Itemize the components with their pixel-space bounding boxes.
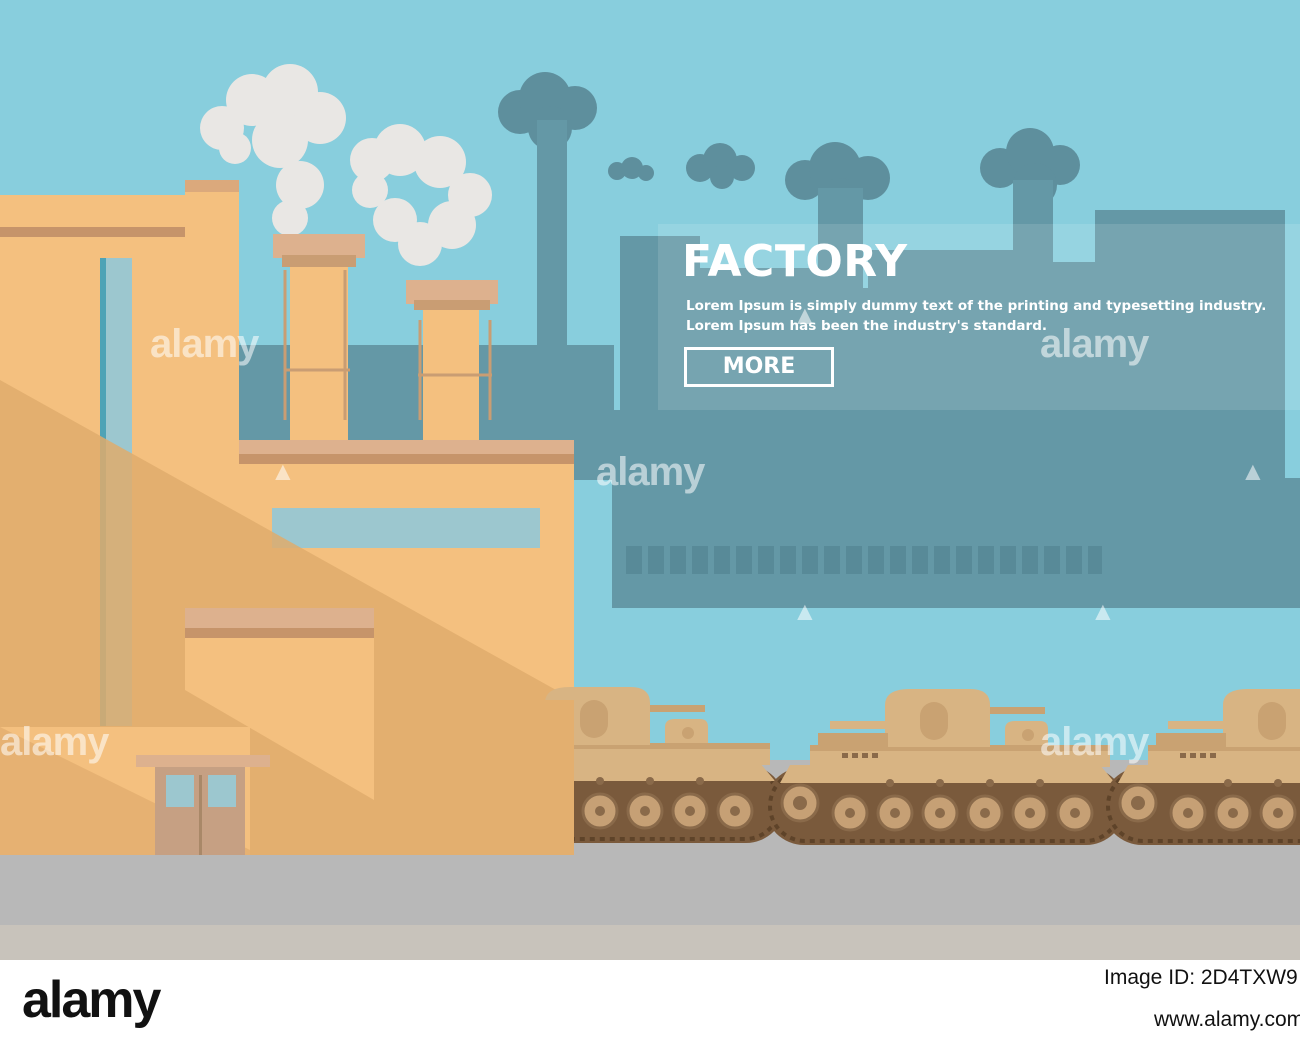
banner-description: Lorem Ipsum is simply dummy text of the …: [686, 296, 1286, 336]
footer-logo: alamy: [22, 971, 161, 1029]
watermark-icon: ▲: [792, 596, 818, 626]
watermark-icon: ▲: [1090, 596, 1116, 626]
watermark: alamy: [1040, 322, 1149, 366]
footer-image-id: Image ID: 2D4TXW9: [1104, 966, 1298, 989]
banner-description-line-2: Lorem Ipsum has been the industry's stan…: [686, 318, 1047, 334]
road-curb: [0, 925, 1300, 960]
watermark: alamy: [0, 720, 109, 764]
watermark: alamy: [150, 322, 259, 366]
info-panel: [658, 224, 1300, 410]
watermark-icon: ▲: [270, 456, 296, 486]
distant-factory-silhouette: [234, 120, 1300, 608]
stock-footer: alamy Image ID: 2D4TXW9 www.alamy.com: [0, 960, 1300, 1050]
watermark: alamy: [1040, 720, 1149, 764]
silhouette-windows: [626, 546, 1102, 574]
banner-description-line-1: Lorem Ipsum is simply dummy text of the …: [686, 298, 1267, 314]
footer-url: www.alamy.com: [1154, 1008, 1300, 1031]
chimney-smoke: [200, 64, 492, 266]
watermark-icon: ▲: [1240, 456, 1266, 486]
watermark: alamy: [596, 450, 705, 494]
factory-front-shadow: [374, 700, 574, 855]
watermark-icon: ▲: [792, 300, 818, 330]
banner-title: FACTORY: [682, 236, 908, 287]
more-button[interactable]: MORE: [684, 347, 834, 387]
distant-smoke: [498, 72, 1080, 218]
